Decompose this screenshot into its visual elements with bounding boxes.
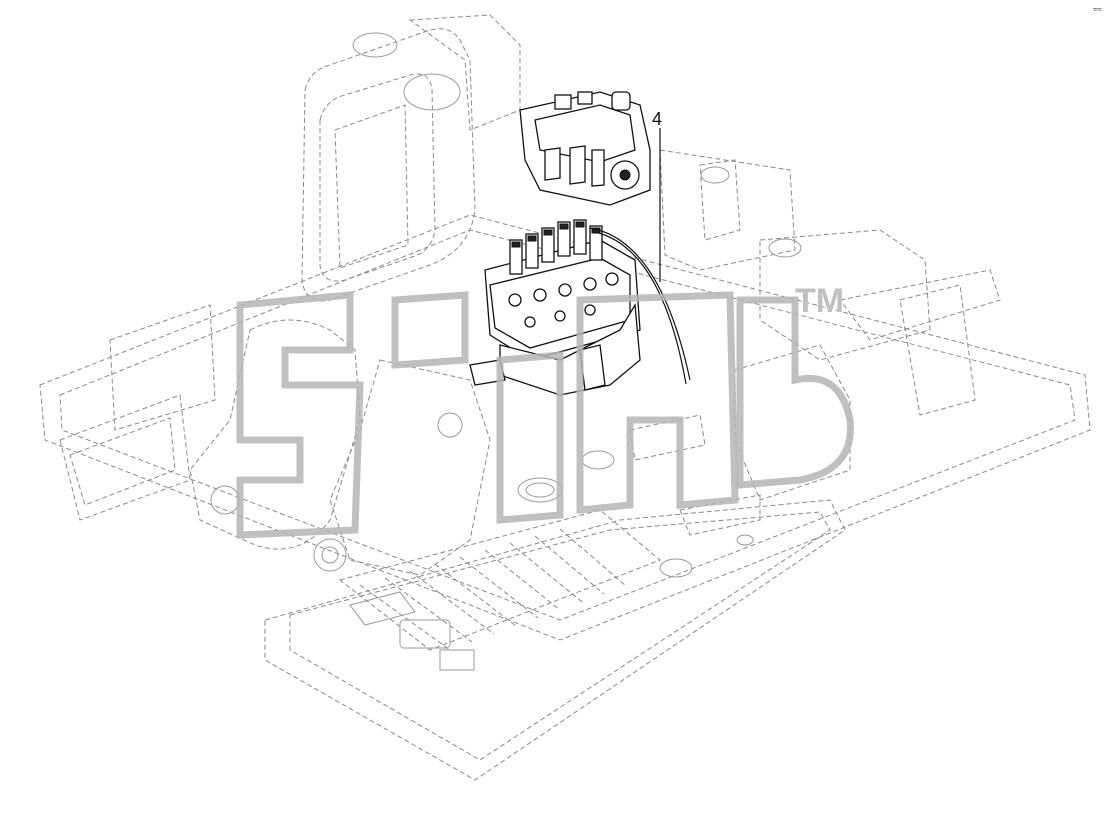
valve-spools — [509, 219, 603, 275]
callout-4: 4 — [652, 109, 662, 282]
watermark: TM — [236, 282, 854, 539]
trademark-mark: TM — [795, 282, 844, 320]
callout-4-label: 4 — [652, 109, 662, 129]
hydraulic-pump-part — [519, 91, 651, 206]
control-valve-part — [469, 219, 641, 396]
corner-mark: ≈≈ — [1093, 5, 1102, 14]
fuel-tank-ghost — [301, 14, 521, 302]
hose-line-part — [589, 227, 691, 385]
floor-plate-ghost — [264, 499, 846, 781]
valve-ports — [508, 272, 619, 328]
right-frame-ghost — [659, 149, 1001, 501]
